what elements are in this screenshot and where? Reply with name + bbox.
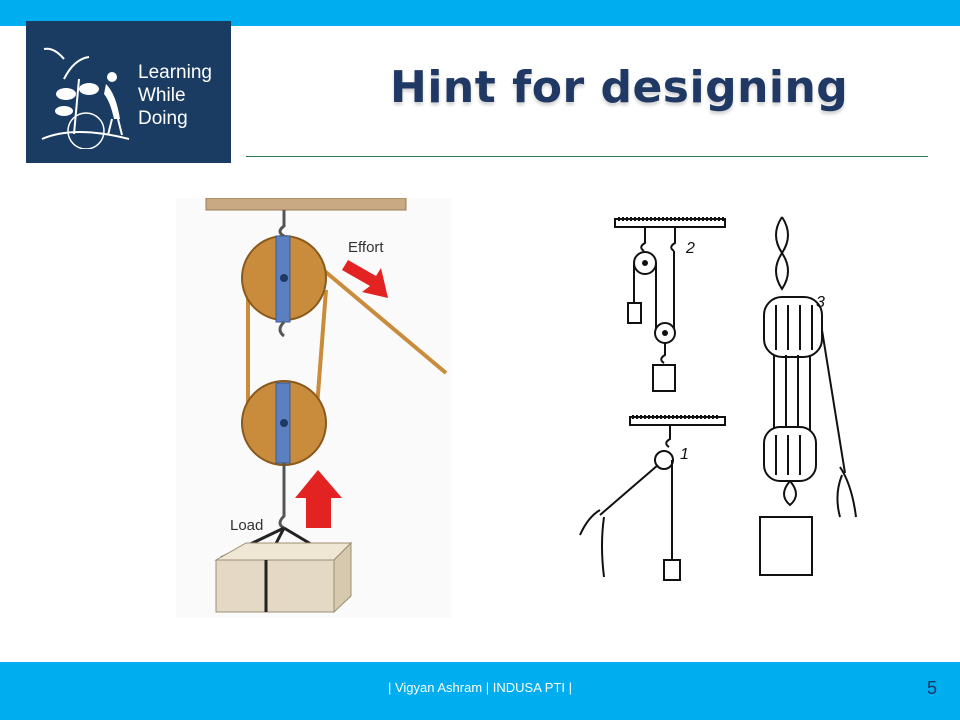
effort-arrow: [342, 260, 388, 298]
pulley-arrangements-sketch: 2 1 3: [579, 216, 857, 581]
label-2: 2: [685, 240, 695, 257]
title-divider: [246, 156, 928, 157]
logo-line-learning: Learning: [138, 62, 212, 83]
page-number: 5: [926, 678, 937, 698]
footer-text: | Vigyan Ashram | INDUSA PTI |: [387, 680, 572, 695]
logo-text: Learning While Doing: [138, 61, 212, 130]
ceiling-beam: [205, 198, 407, 211]
load-arrow: [295, 470, 342, 528]
logo-plant-icon: [41, 47, 130, 149]
effort-label: Effort: [348, 239, 384, 256]
logo-line-doing: Doing: [138, 108, 188, 129]
bottom-accent-bar: [0, 662, 960, 720]
load-label: Load: [230, 517, 263, 534]
logo: Learning While Doing: [26, 21, 231, 163]
arrangement-3: 3: [759, 216, 857, 576]
logo-line-while: While: [138, 85, 186, 106]
label-3: 3: [816, 294, 825, 311]
arrangement-2: 2: [614, 217, 726, 392]
label-1: 1: [680, 446, 689, 463]
load-box: [214, 541, 353, 614]
arrangement-1: 1: [579, 415, 726, 581]
slide-title: Hint for designing: [390, 62, 849, 113]
pulley-system-illustration: Effort Load: [176, 198, 451, 618]
